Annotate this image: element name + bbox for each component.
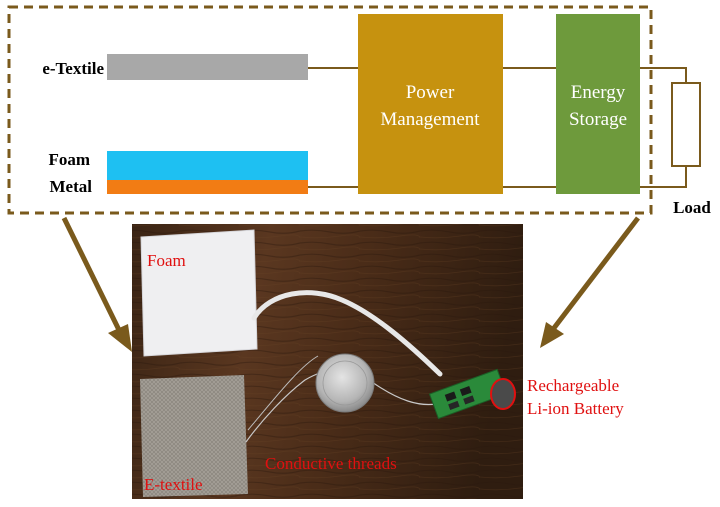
- zoom-arrows: [61, 216, 640, 352]
- power-management-label-line1: Power: [406, 82, 455, 103]
- etextile-mesh: [140, 375, 248, 497]
- foam-pad: [140, 229, 258, 357]
- foam-label: Foam: [48, 150, 90, 169]
- dashed-frame: [7, 5, 653, 215]
- connection-wires: [308, 67, 687, 188]
- circuit-board: [428, 368, 507, 420]
- load-resistor: [671, 82, 701, 167]
- metal-label: Metal: [50, 177, 93, 196]
- power-management-block: [358, 14, 503, 194]
- prototype-photo: Foam E-textile Conductive threads: [132, 224, 523, 499]
- etextile-label: e-Textile: [42, 59, 104, 78]
- battery-highlight: [490, 378, 516, 410]
- power-management-label-line2: Management: [380, 109, 480, 130]
- load-label: Load: [673, 198, 711, 217]
- coin: [315, 353, 375, 413]
- right-arrowhead: [540, 322, 564, 348]
- metal-layer: [107, 180, 308, 194]
- battery-label-line2: Li-ion Battery: [527, 399, 624, 418]
- battery-label-line1: Rechargeable: [527, 376, 619, 395]
- conductive-thread-2: [247, 355, 319, 431]
- energy-storage-label-line1: Energy: [571, 82, 626, 103]
- photo-etextile-label: E-textile: [144, 475, 203, 494]
- photo-foam-label: Foam: [147, 251, 186, 270]
- foam-layer: [107, 151, 308, 180]
- energy-storage-block: [556, 14, 640, 194]
- left-arrowhead: [108, 324, 132, 352]
- energy-storage-label-line2: Storage: [569, 109, 627, 130]
- etextile-strip: [107, 54, 308, 80]
- block-diagram: e-Textile Foam Metal Power Management En…: [7, 5, 711, 217]
- conductive-threads-label: Conductive threads: [265, 454, 397, 473]
- foam-cable: [251, 290, 443, 377]
